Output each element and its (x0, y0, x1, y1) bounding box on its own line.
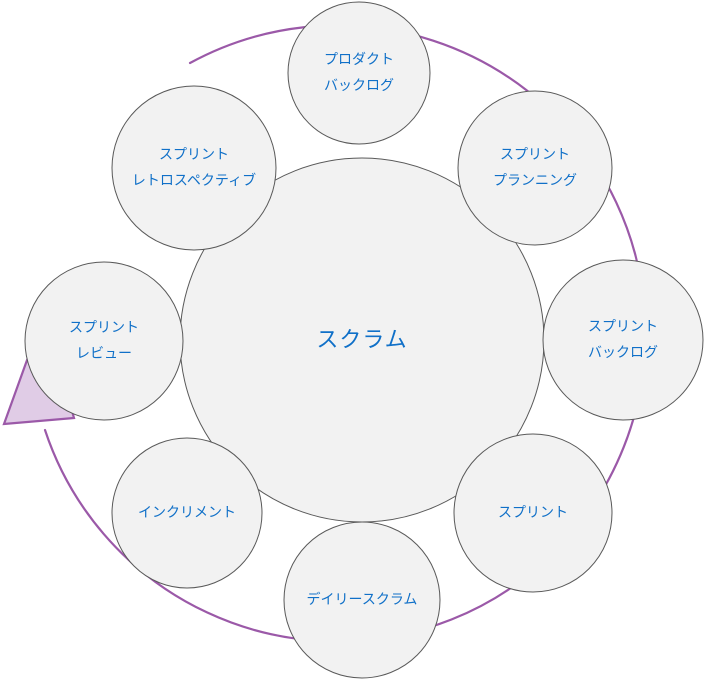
node-circle-shape (542, 259, 704, 421)
node-label: プランニング (493, 173, 577, 189)
node-circle-shape (111, 437, 263, 589)
node-circle-shape (283, 521, 441, 679)
node-label: スプリント (498, 505, 568, 521)
node-label: レトロスペクティブ (132, 172, 256, 189)
node-label: インクリメント (138, 505, 236, 521)
node-label: スプリント (588, 319, 658, 335)
node-circle-shape (111, 85, 277, 251)
node-circle-shape (287, 1, 431, 145)
node-label: デイリースクラム (307, 591, 418, 608)
node-increment[interactable]: インクリメント (111, 437, 263, 589)
node-label: バックログ (324, 78, 394, 94)
node-label: レビュー (76, 346, 132, 362)
node-sprint[interactable]: スプリント (453, 433, 613, 593)
node-circle-shape (453, 433, 613, 593)
node-daily-scrum[interactable]: デイリースクラム (283, 521, 441, 679)
node-label: プロダクト (324, 52, 394, 68)
node-label: バックログ (588, 345, 658, 361)
node-label: スプリント (500, 147, 570, 163)
node-label: スプリント (159, 147, 229, 163)
node-circle-shape (457, 90, 613, 246)
node-circles-group: プロダクトバックログスプリントプランニングスプリントバックログスプリントデイリー… (24, 1, 704, 679)
cycle-arrow-arc (43, 24, 647, 643)
node-label: スプリント (69, 320, 139, 336)
node-circle-shape (24, 261, 184, 421)
center-label: スクラム (316, 328, 407, 353)
